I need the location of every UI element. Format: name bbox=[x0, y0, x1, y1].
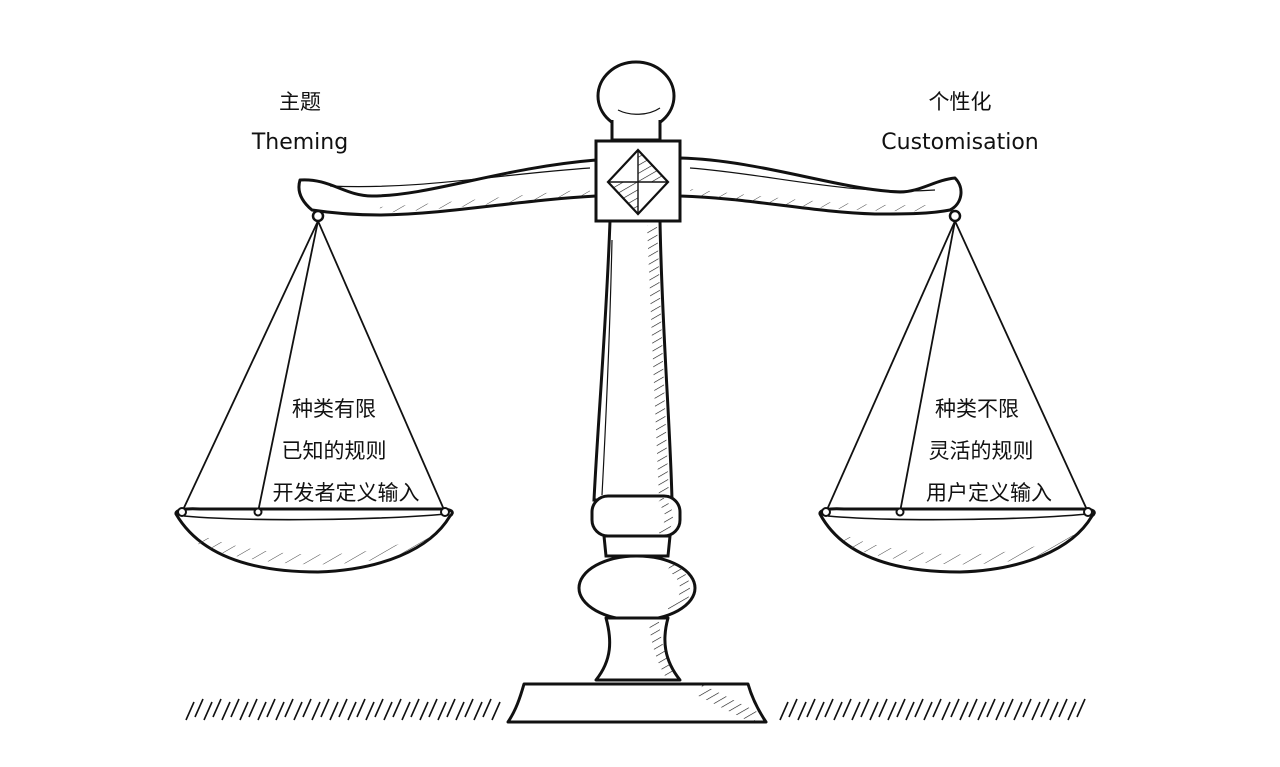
scale-collar bbox=[577, 494, 697, 622]
ground-stroke bbox=[239, 701, 249, 721]
left-title-zh: 主题 bbox=[279, 90, 321, 114]
ground-stroke bbox=[365, 701, 375, 721]
ground-stroke bbox=[1058, 698, 1068, 718]
ground-stroke bbox=[356, 698, 366, 718]
left-pan-item: 开发者定义输入 bbox=[272, 481, 420, 505]
ground-stroke bbox=[788, 698, 798, 718]
ground-stroke bbox=[320, 698, 330, 718]
ground-stroke bbox=[815, 701, 825, 721]
ground-stroke bbox=[338, 698, 348, 718]
ground-stroke bbox=[986, 698, 996, 718]
ground-stroke bbox=[1040, 698, 1050, 718]
ground-stroke bbox=[410, 698, 420, 718]
ground-stroke bbox=[1031, 701, 1041, 721]
ground-stroke bbox=[779, 701, 789, 721]
ground-stroke bbox=[977, 701, 987, 721]
ground-stroke bbox=[275, 701, 285, 721]
ground-stroke bbox=[905, 701, 915, 721]
ground-stroke bbox=[806, 698, 816, 718]
right-title-en: Customisation bbox=[881, 130, 1039, 155]
left-pan-item: 已知的规则 bbox=[281, 439, 387, 463]
right-pan-item: 灵活的规则 bbox=[928, 439, 1034, 463]
ground-stroke bbox=[455, 701, 465, 721]
ground-stroke bbox=[230, 698, 240, 718]
ground-stroke bbox=[1076, 698, 1086, 718]
ground-stroke bbox=[284, 698, 294, 718]
ground-stroke bbox=[266, 698, 276, 718]
ground-stroke bbox=[446, 698, 456, 718]
ground-stroke bbox=[464, 698, 474, 718]
left-pan-item: 种类有限 bbox=[292, 397, 376, 421]
ground-stroke bbox=[401, 701, 411, 721]
balance-beam bbox=[297, 156, 963, 217]
ground-stroke bbox=[482, 698, 492, 718]
ground-stroke bbox=[851, 701, 861, 721]
ground-stroke bbox=[914, 698, 924, 718]
ground-stroke bbox=[1013, 701, 1023, 721]
ground-stroke bbox=[257, 701, 267, 721]
right-pan-item: 种类不限 bbox=[935, 397, 1019, 421]
ground-stroke bbox=[950, 698, 960, 718]
ground-stroke bbox=[221, 701, 231, 721]
right-title-zh: 个性化 bbox=[928, 90, 992, 114]
ground-stroke bbox=[932, 698, 942, 718]
ground-stroke bbox=[383, 701, 393, 721]
ground-stroke bbox=[311, 701, 321, 721]
scale-top-knob bbox=[596, 60, 676, 142]
right-scale-pan bbox=[818, 209, 1096, 574]
scale-base bbox=[506, 616, 768, 724]
ground-stroke bbox=[824, 698, 834, 718]
ground-stroke bbox=[896, 698, 906, 718]
ground-stroke bbox=[212, 698, 222, 718]
ground-stroke bbox=[878, 698, 888, 718]
ground-stroke bbox=[329, 701, 339, 721]
left-title-en: Theming bbox=[251, 130, 349, 155]
ground-stroke bbox=[437, 701, 447, 721]
ground-stroke bbox=[1022, 698, 1032, 718]
ground-stroke bbox=[941, 701, 951, 721]
ground-stroke bbox=[833, 701, 843, 721]
ground-stroke bbox=[887, 701, 897, 721]
ground-stroke bbox=[347, 701, 357, 721]
right-pan-item: 用户定义输入 bbox=[926, 481, 1052, 505]
ground-stroke bbox=[473, 701, 483, 721]
ground-hatching bbox=[185, 698, 1086, 721]
ground-stroke bbox=[842, 698, 852, 718]
ground-stroke bbox=[392, 698, 402, 718]
ground-stroke bbox=[293, 701, 303, 721]
ground-stroke bbox=[491, 701, 501, 721]
ground-stroke bbox=[959, 701, 969, 721]
ground-stroke bbox=[428, 698, 438, 718]
ground-stroke bbox=[995, 701, 1005, 721]
ground-stroke bbox=[194, 698, 204, 718]
ground-stroke bbox=[860, 698, 870, 718]
ground-stroke bbox=[1004, 698, 1014, 718]
ground-stroke bbox=[203, 701, 213, 721]
diamond-emblem-icon bbox=[594, 139, 682, 223]
ground-stroke bbox=[185, 701, 195, 721]
ground-stroke bbox=[869, 701, 879, 721]
ground-stroke bbox=[1049, 701, 1059, 721]
scale-pillar bbox=[592, 219, 674, 502]
ground-stroke bbox=[968, 698, 978, 718]
ground-stroke bbox=[302, 698, 312, 718]
ground-stroke bbox=[374, 698, 384, 718]
ground-stroke bbox=[797, 701, 807, 721]
ground-stroke bbox=[923, 701, 933, 721]
ground-stroke bbox=[419, 701, 429, 721]
left-scale-pan bbox=[174, 209, 454, 574]
ground-stroke bbox=[248, 698, 258, 718]
ground-stroke bbox=[1067, 701, 1077, 721]
